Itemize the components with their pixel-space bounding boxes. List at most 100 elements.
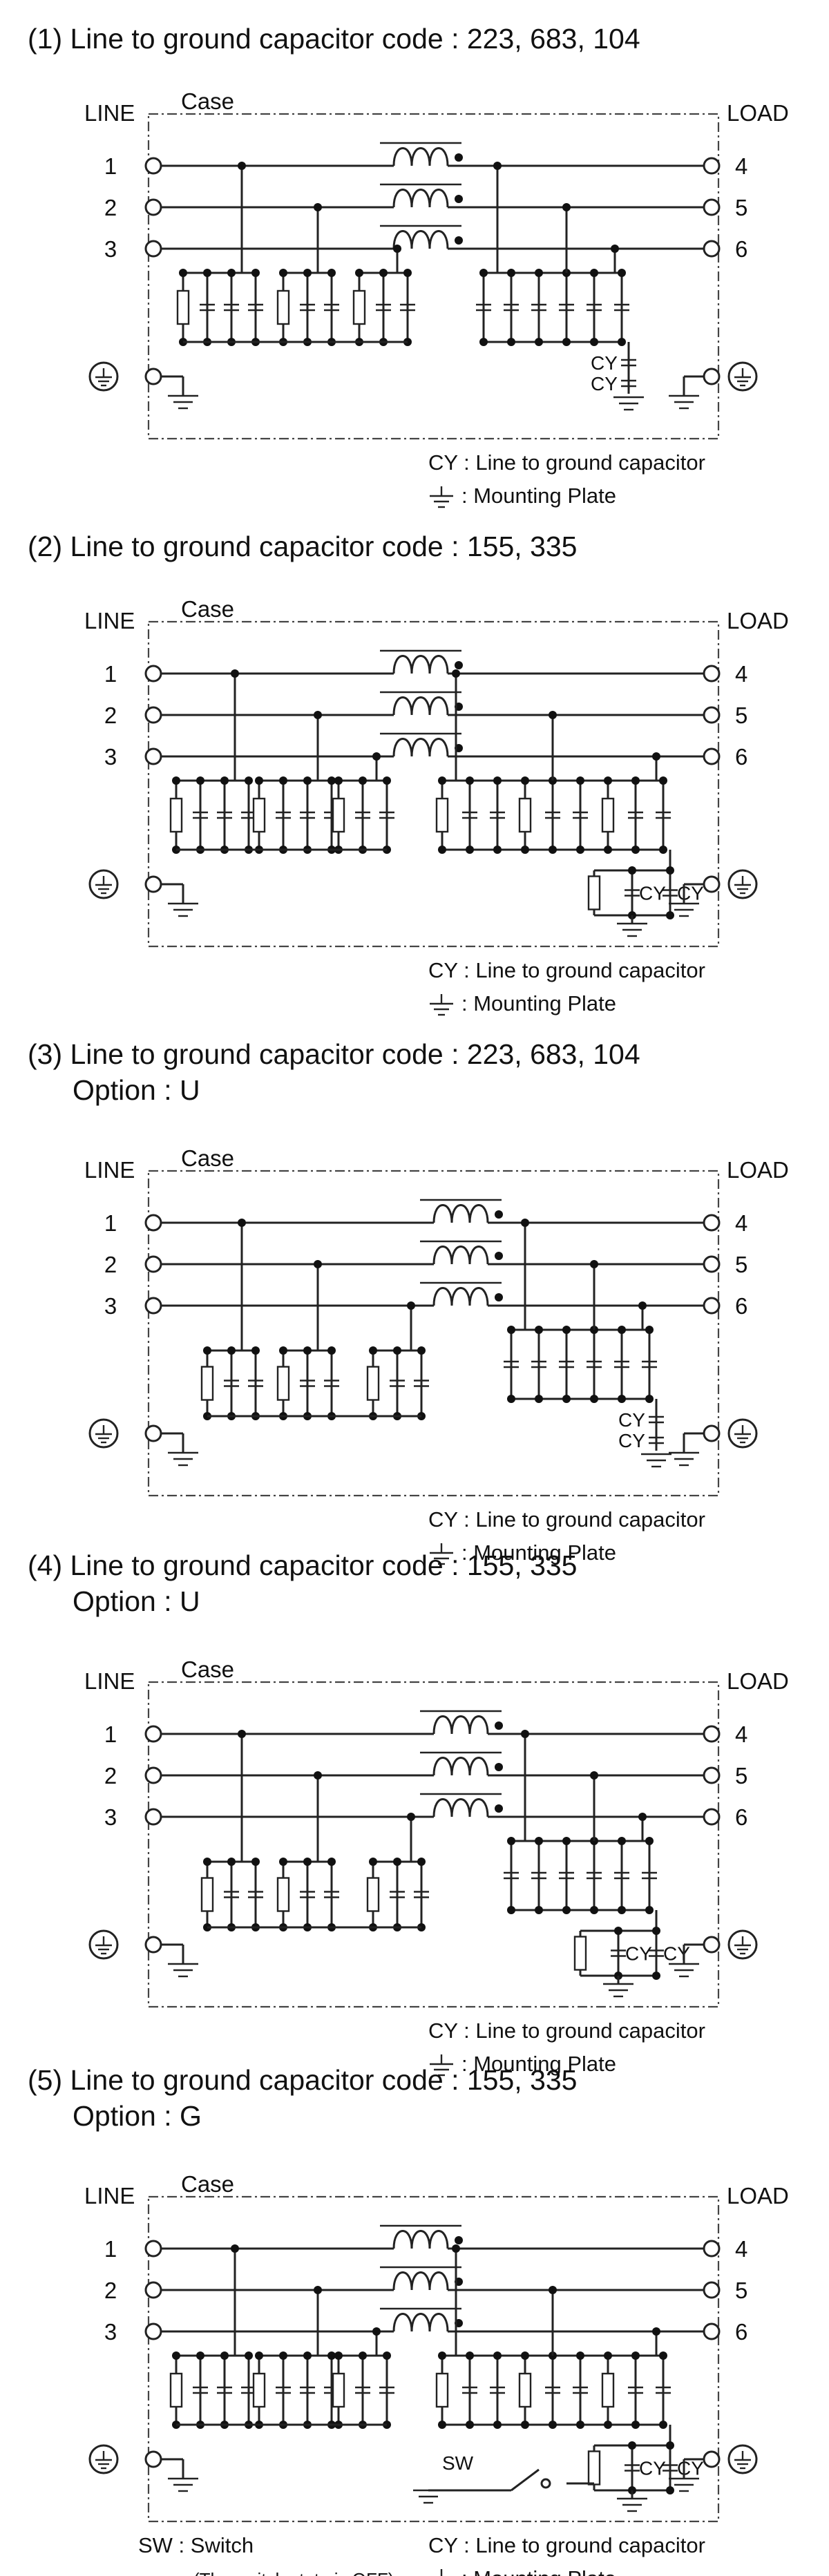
junction-dot <box>659 2421 667 2429</box>
junction-dot <box>196 776 204 785</box>
junction-dot <box>369 1858 377 1866</box>
terminal <box>144 875 162 893</box>
junction-dot <box>279 776 287 785</box>
choke-coil-icon <box>432 1246 489 1265</box>
junction-dot <box>455 153 463 162</box>
junction-dot <box>614 1927 622 1935</box>
resistor-icon <box>332 797 345 833</box>
junction-dot <box>438 776 446 785</box>
line-terminal-number: 2 <box>104 1252 117 1277</box>
terminal <box>144 368 162 385</box>
junction-dot <box>231 2244 239 2253</box>
cy-label: CY <box>639 883 666 904</box>
junction-dot <box>393 1346 401 1355</box>
junction-dot <box>521 846 529 854</box>
junction-dot <box>455 661 463 669</box>
terminal <box>144 2450 162 2468</box>
terminal <box>144 198 162 216</box>
load-terminal-number: 5 <box>735 1252 747 1277</box>
terminal <box>703 1725 721 1743</box>
junction-dot <box>666 911 674 919</box>
terminal <box>703 665 721 683</box>
cy-legend: CY : Line to ground capacitor <box>428 2533 705 2557</box>
junction-dot <box>303 1346 312 1355</box>
junction-dot <box>172 776 180 785</box>
junction-dot <box>645 1395 654 1403</box>
junction-dot <box>495 1252 503 1260</box>
terminal <box>144 706 162 724</box>
switch-label: SW <box>442 2452 474 2474</box>
junction-dot <box>303 776 312 785</box>
resistor-icon <box>276 1366 290 1401</box>
choke-coil-icon <box>432 1757 489 1776</box>
resistor-icon <box>587 2450 601 2486</box>
terminal <box>144 1766 162 1784</box>
junction-dot <box>203 1346 211 1355</box>
junction-dot <box>203 1858 211 1866</box>
junction-dot <box>638 1813 647 1821</box>
junction-dot <box>255 776 263 785</box>
junction-dot <box>590 1260 598 1268</box>
terminal <box>703 1255 721 1273</box>
junction-dot <box>303 269 312 277</box>
junction-dot <box>466 776 474 785</box>
mounting-plate-legend: : Mounting Plate <box>461 2052 616 2076</box>
terminal <box>144 2322 162 2340</box>
resistor-icon <box>276 1877 290 1912</box>
terminal <box>703 240 721 258</box>
line-terminal-number: 3 <box>104 1293 117 1319</box>
junction-dot <box>507 1395 515 1403</box>
junction-dot <box>327 1858 336 1866</box>
junction-dot <box>227 1346 236 1355</box>
terminal <box>144 157 162 175</box>
cy-legend: CY : Line to ground capacitor <box>428 1507 705 1532</box>
resistor-icon <box>332 2372 345 2408</box>
line-terminal-number: 2 <box>104 703 117 728</box>
junction-dot <box>493 2421 502 2429</box>
junction-dot <box>507 1837 515 1845</box>
junction-dot <box>455 236 463 245</box>
line-terminal-number: 1 <box>104 661 117 687</box>
junction-dot <box>493 776 502 785</box>
junction-dot <box>535 1837 543 1845</box>
resistor-icon <box>276 289 290 325</box>
junction-dot <box>535 1906 543 1914</box>
junction-dot <box>372 2327 381 2336</box>
junction-dot <box>618 269 626 277</box>
resistor-icon <box>518 2372 532 2408</box>
case-label: Case <box>181 1657 234 1682</box>
junction-dot <box>245 776 253 785</box>
option-label: Option : G <box>73 2100 202 2132</box>
junction-dot <box>383 2351 391 2360</box>
junction-dot <box>507 338 515 346</box>
junction-dot <box>521 1219 529 1227</box>
junction-dot <box>245 2351 253 2360</box>
junction-dot <box>359 2351 367 2360</box>
junction-dot <box>631 776 640 785</box>
section-3: (3) Line to ground capacitor code : 223,… <box>28 1038 789 1565</box>
terminal <box>703 2322 721 2340</box>
load-terminal-number: 6 <box>735 744 747 770</box>
cy-label: CY <box>625 1943 652 1965</box>
junction-dot <box>576 776 584 785</box>
junction-dot <box>479 338 488 346</box>
load-terminal-number: 6 <box>735 1293 747 1319</box>
junction-dot <box>535 269 543 277</box>
terminal <box>703 198 721 216</box>
junction-dot <box>393 1858 401 1866</box>
choke-coil-icon <box>392 696 449 716</box>
junction-dot <box>562 1906 571 1914</box>
junction-dot <box>631 846 640 854</box>
section-title: (5) Line to ground capacitor code : 155,… <box>28 2064 577 2096</box>
terminal <box>703 2281 721 2299</box>
junction-dot <box>618 1395 626 1403</box>
junction-dot <box>327 269 336 277</box>
load-terminal-number: 4 <box>735 1210 747 1236</box>
junction-dot <box>495 1210 503 1219</box>
section-4: (4) Line to ground capacitor code : 155,… <box>28 1549 789 2077</box>
terminal <box>703 1214 721 1232</box>
junction-dot <box>611 245 619 253</box>
case-label: Case <box>181 88 234 114</box>
junction-dot <box>179 269 187 277</box>
load-terminal-number: 6 <box>735 2319 747 2345</box>
